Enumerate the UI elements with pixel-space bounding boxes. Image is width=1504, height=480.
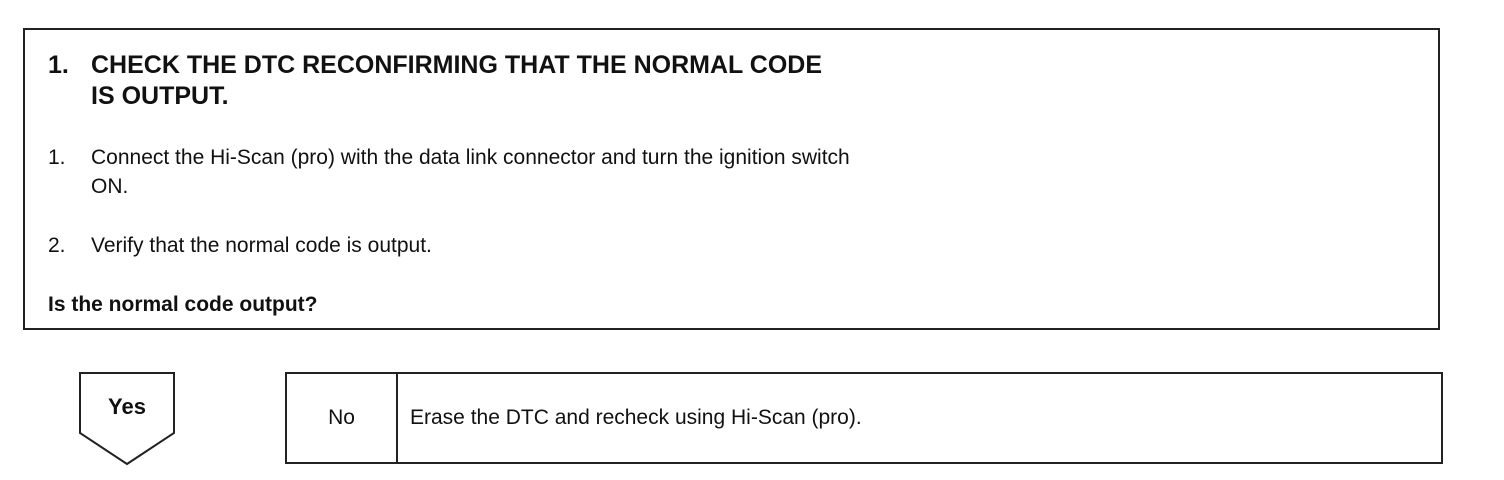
check-number: 1. [48,51,69,79]
yes-branch-marker: Yes [79,372,175,466]
no-label: No [287,374,398,462]
yes-arrow-icon [79,372,175,466]
check-procedure-box: 1. CHECK THE DTC RECONFIRMING THAT THE N… [23,28,1440,330]
step-number: 1. [48,146,66,169]
step-text: Verify that the normal code is output. [91,234,432,257]
check-question: Is the normal code output? [48,293,318,316]
no-branch-box: No Erase the DTC and recheck using Hi-Sc… [285,372,1443,464]
step-text: Connect the Hi-Scan (pro) with the data … [91,146,850,198]
step-number: 2. [48,234,66,257]
yes-label: Yes [108,394,146,419]
no-action-text: Erase the DTC and recheck using Hi-Scan … [410,406,862,429]
check-title: CHECK THE DTC RECONFIRMING THAT THE NORM… [91,51,822,110]
